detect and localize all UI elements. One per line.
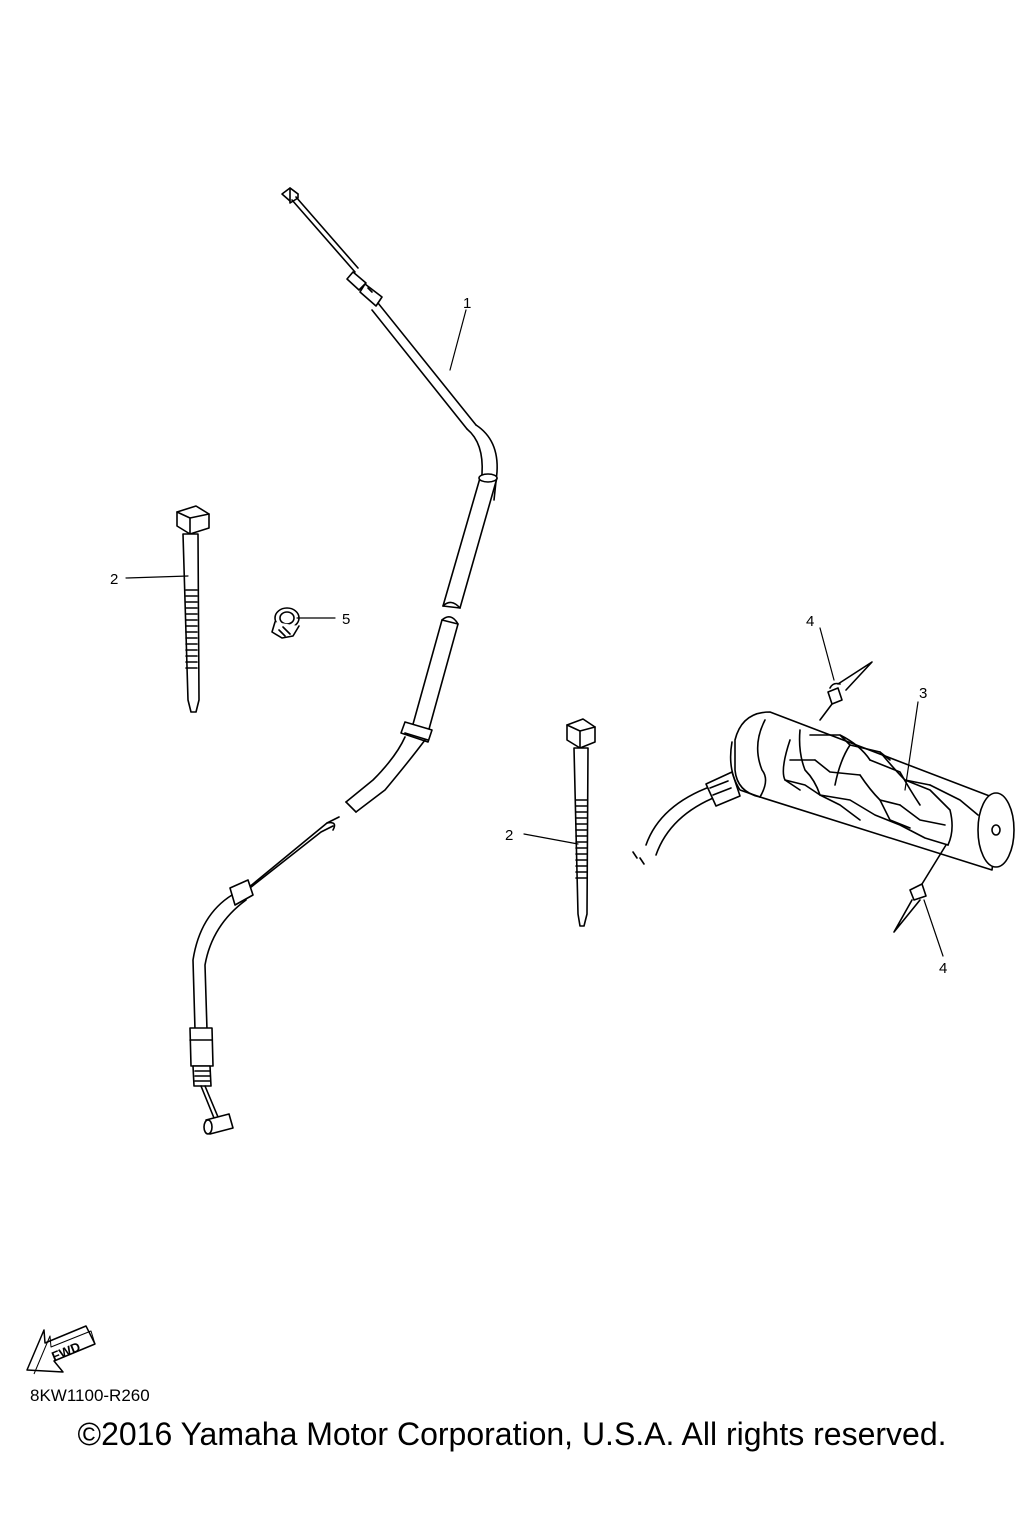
cable-tie-right — [566, 718, 596, 927]
callout-4-lower: 4 — [939, 960, 947, 977]
callout-3: 3 — [919, 685, 927, 702]
callout-1: 1 — [463, 295, 471, 312]
cable-tie-left — [176, 505, 210, 713]
callout-2-left: 2 — [110, 571, 118, 588]
rivet-lower — [893, 844, 947, 933]
throttle-cable — [189, 187, 498, 1135]
hose-clamp — [271, 607, 300, 639]
callout-2-right: 2 — [505, 827, 513, 844]
drawing-code: 8KW1100-R260 — [30, 1386, 150, 1405]
copyright-notice: ©2016 Yamaha Motor Corporation, U.S.A. A… — [77, 1416, 947, 1452]
fwd-arrow-icon: FWD — [26, 1325, 96, 1375]
heated-grip — [632, 711, 1015, 871]
leader-lines — [125, 309, 944, 957]
callout-4-upper: 4 — [806, 613, 814, 630]
rivet-upper — [819, 661, 873, 721]
callout-5: 5 — [342, 611, 350, 628]
